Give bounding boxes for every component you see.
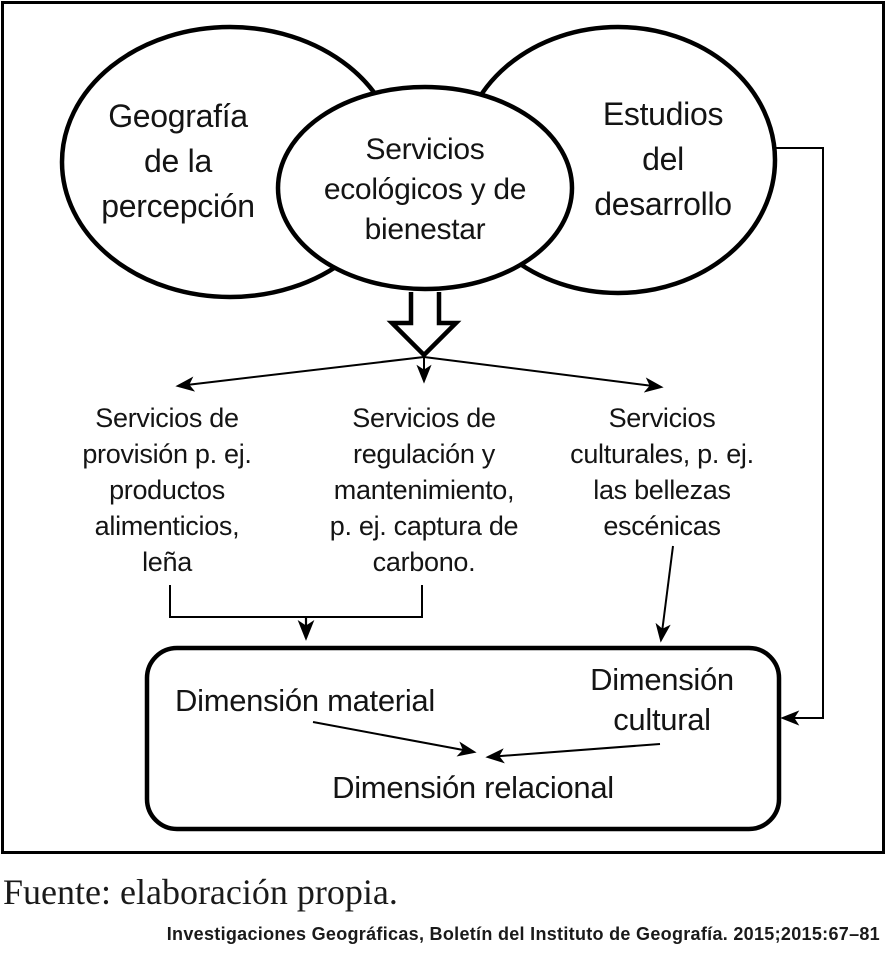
dimension-material-label: Dimensión material — [175, 683, 435, 718]
provision-line-2: provisión p. ej. — [82, 439, 252, 469]
dimension-cultural-label: Dimensión cultural — [562, 660, 762, 740]
arrow-cultural-to-box — [655, 545, 674, 643]
cultural-line-1: Servicios — [608, 403, 716, 433]
venn-left-line-2: de la — [144, 143, 212, 179]
arrow-cultural-to-relational — [485, 743, 661, 764]
regulation-line-3: mantenimiento, — [333, 475, 515, 505]
cultural-services-label: Servicios culturales, p. ej. las belleza… — [537, 400, 787, 544]
regulation-line-4: p. ej. captura de — [329, 511, 519, 541]
arrow-to-provision — [175, 356, 425, 392]
regulation-line-5: carbono. — [372, 547, 476, 577]
venn-right-label: Estudios del desarrollo — [553, 92, 773, 227]
venn-right-line-2: del — [642, 141, 684, 177]
bracket-provision-regulation — [169, 585, 423, 618]
venn-middle-line-3: bienestar — [364, 213, 486, 246]
venn-left-line-1: Geografía — [108, 98, 248, 134]
provision-line-5: leña — [142, 547, 192, 577]
venn-left-label: Geografía de la percepción — [68, 94, 288, 229]
cultural-line-3: las bellezas — [593, 475, 731, 505]
venn-right-line-1: Estudios — [602, 96, 724, 132]
regulation-line-1: Servicios de — [352, 403, 496, 433]
dimension-cultural-line-1: Dimensión — [590, 662, 734, 697]
provision-services-label: Servicios de provisión p. ej. productos … — [42, 400, 292, 580]
arrow-material-to-relational — [312, 721, 477, 757]
venn-left-line-3: percepción — [101, 188, 255, 224]
connector-estudios-to-box-arrow — [774, 147, 824, 726]
cultural-line-2: culturales, p. ej. — [570, 439, 754, 469]
regulation-services-label: Servicios de regulación y mantenimiento,… — [294, 400, 554, 580]
provision-line-3: productos — [109, 475, 225, 505]
arrow-to-cultural — [423, 356, 664, 393]
cultural-line-4: escénicas — [603, 511, 721, 541]
dimension-relational-label: Dimensión relacional — [332, 770, 614, 805]
journal-citation: Investigaciones Geográficas, Boletín del… — [166, 924, 880, 944]
venn-middle-label: Servicios ecológicos y de bienestar — [295, 130, 555, 250]
venn-middle-line-1: Servicios — [365, 133, 485, 166]
provision-line-1: Servicios de — [95, 403, 239, 433]
venn-right-line-3: desarrollo — [594, 186, 732, 222]
dimension-cultural-line-2: cultural — [613, 702, 711, 737]
source-caption: Fuente: elaboración propia. — [3, 872, 398, 912]
block-down-arrow — [386, 292, 462, 359]
provision-line-4: alimenticios, — [94, 511, 240, 541]
dimensions-box — [144, 645, 782, 832]
regulation-line-2: regulación y — [353, 439, 495, 469]
venn-middle-line-2: ecológicos y de — [323, 173, 527, 206]
ellipse-servicios-ecologicos — [275, 84, 575, 292]
frame-border — [1, 1, 885, 854]
